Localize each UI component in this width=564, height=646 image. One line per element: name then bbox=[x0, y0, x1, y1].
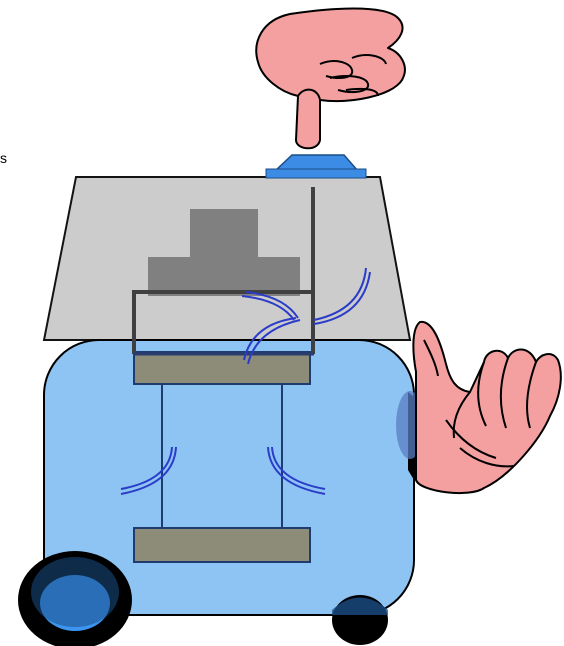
open-palm-hand-icon bbox=[412, 320, 562, 495]
press-hood bbox=[42, 176, 412, 365]
frame-bar bbox=[132, 290, 314, 354]
pointing-hand-icon bbox=[255, 7, 406, 150]
edge-text-fragment: s bbox=[0, 150, 7, 166]
column-flux-lines bbox=[120, 446, 326, 495]
press-block bbox=[148, 209, 300, 296]
upper-pad bbox=[133, 351, 311, 385]
push-button-base bbox=[265, 168, 367, 179]
hood-flux-lines bbox=[241, 267, 371, 365]
lower-pad bbox=[133, 527, 311, 563]
material-column bbox=[161, 383, 283, 529]
wheel-front-icon bbox=[18, 551, 132, 646]
wheel-rear-icon bbox=[332, 595, 388, 645]
